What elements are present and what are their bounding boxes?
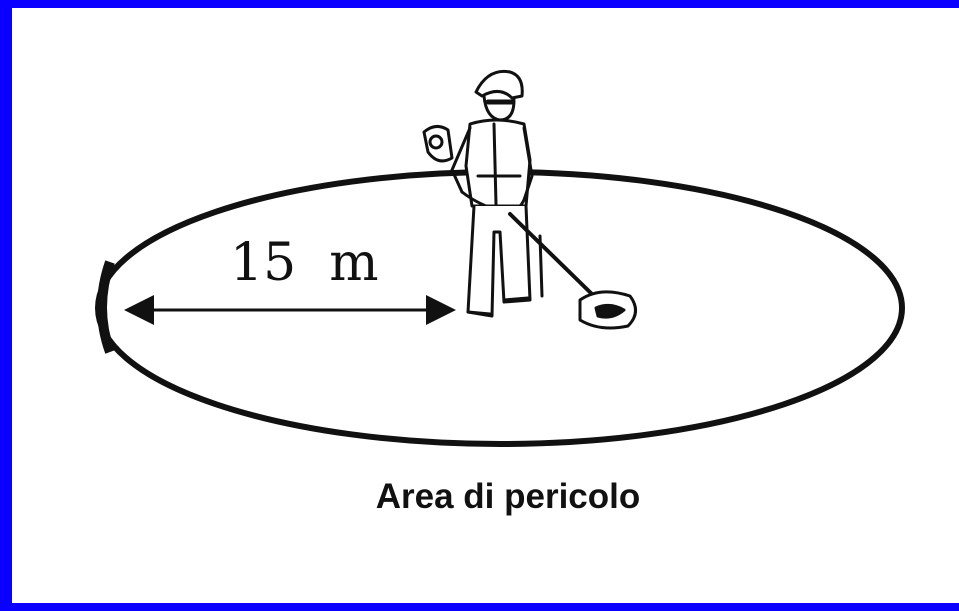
ellipse-left-thick-edge (97, 260, 115, 354)
caption: Area di pericolo (376, 477, 641, 516)
worker-figure (422, 69, 637, 330)
distance-label: 15 m (230, 233, 379, 293)
